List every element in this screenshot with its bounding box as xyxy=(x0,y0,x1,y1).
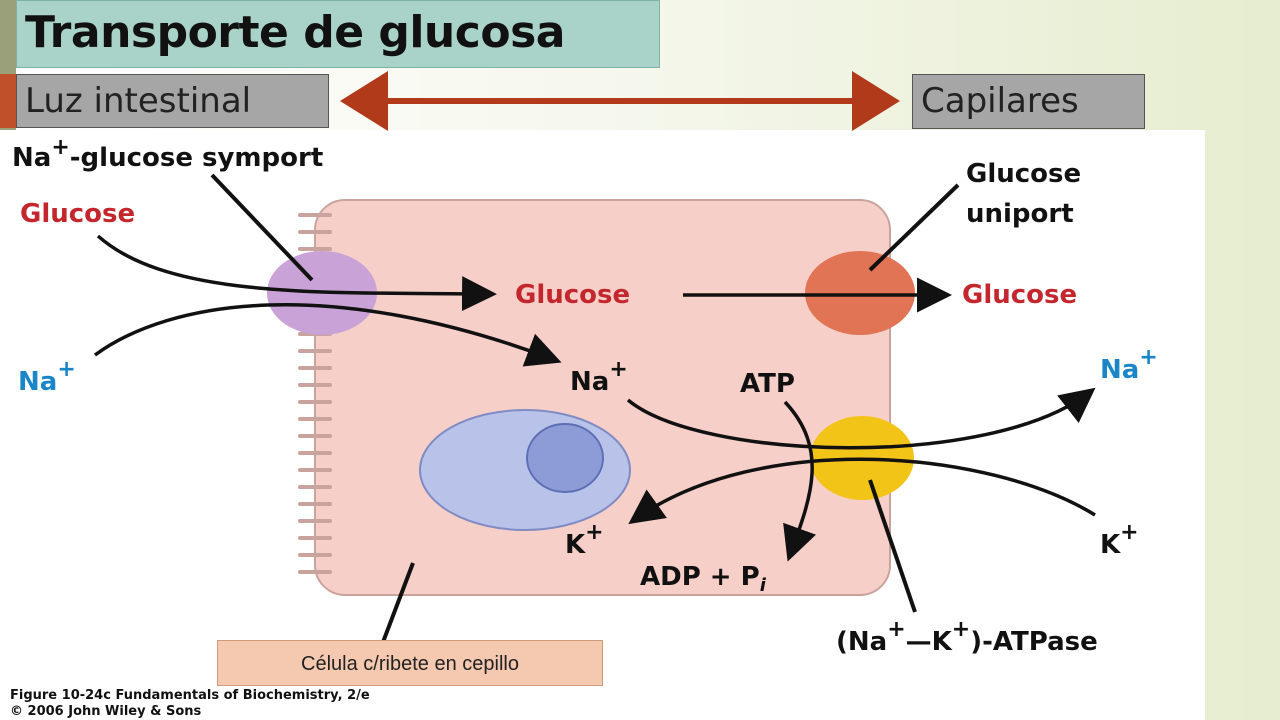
uniport-line1: Glucose xyxy=(966,159,1081,189)
svg-text:Na+: Na+ xyxy=(570,357,628,397)
na-out-label: Na xyxy=(1100,355,1139,385)
na-in-plus: + xyxy=(57,357,75,382)
symport-suffix: -glucose symport xyxy=(70,143,324,173)
left-accent-bar-red xyxy=(0,74,16,128)
uniport-line2: uniport xyxy=(966,199,1074,229)
uniport-pointer xyxy=(868,183,960,272)
glucose-out-label: Glucose xyxy=(962,280,1077,310)
atp-label: ATP xyxy=(740,369,795,399)
k-out-label: K xyxy=(1100,530,1121,560)
na-in-arrow xyxy=(93,303,562,367)
page-title: Transporte de glucosa xyxy=(25,7,565,58)
svg-text:Na+: Na+ xyxy=(1100,345,1158,385)
luz-intestinal-box: Luz intestinal xyxy=(16,74,329,128)
pump-label-b: —K xyxy=(906,627,953,657)
uniporter xyxy=(805,251,915,335)
adp-label: ADP + P xyxy=(640,562,760,592)
svg-text:Na+: Na+ xyxy=(18,357,76,397)
glucose-mid-label: Glucose xyxy=(515,280,630,310)
nucleolus xyxy=(526,423,604,493)
na-mid-plus: + xyxy=(609,357,627,382)
pump-plus-b: + xyxy=(952,617,970,642)
symport-na: Na xyxy=(12,143,51,173)
k-in-arrow xyxy=(628,457,1096,525)
title-box: Transporte de glucosa xyxy=(16,0,660,68)
cell-pointer xyxy=(378,562,415,651)
caption-line2: © 2006 John Wiley & Sons xyxy=(10,704,202,719)
glucose-in-label: Glucose xyxy=(20,199,135,229)
transport-diagram: Na+-glucose symport Glucose Na+ Glucose … xyxy=(10,135,1158,719)
k-mid-plus: + xyxy=(585,520,603,545)
svg-text:(Na+—K+)-ATPase: (Na+—K+)-ATPase xyxy=(836,617,1098,657)
svg-text:Na+-glucose symport: Na+-glucose symport xyxy=(12,135,323,173)
svg-text:K+: K+ xyxy=(1100,520,1139,560)
capilares-box: Capilares xyxy=(912,74,1145,129)
k-out-plus: + xyxy=(1120,520,1138,545)
k-mid-label: K xyxy=(565,530,586,560)
pump-pointer xyxy=(868,479,917,613)
diagram-panel: Na+-glucose symport Glucose Na+ Glucose … xyxy=(0,130,1205,720)
na-in-label: Na xyxy=(18,367,57,397)
pump-label-c: )-ATPase xyxy=(970,627,1098,657)
na-out-plus: + xyxy=(1139,345,1157,370)
glucose-in-arrow xyxy=(96,234,497,312)
atp-arrow xyxy=(783,400,817,562)
adp-subscript: i xyxy=(760,575,767,596)
caption-line1: Figure 10-24c Fundamentals of Biochemist… xyxy=(10,688,370,703)
symport-pointer xyxy=(210,173,314,282)
pump-plus-a: + xyxy=(887,617,905,642)
svg-text:ADP + Pi: ADP + Pi xyxy=(640,562,767,596)
na-mid-label: Na xyxy=(570,367,609,397)
na-out-arrow xyxy=(626,387,1096,450)
svg-text:K+: K+ xyxy=(565,520,604,560)
pump-label-a: (Na xyxy=(836,627,887,657)
symport-plus: + xyxy=(51,135,69,160)
cell-caption-box: Célula c/ribete en cepillo xyxy=(217,640,603,686)
